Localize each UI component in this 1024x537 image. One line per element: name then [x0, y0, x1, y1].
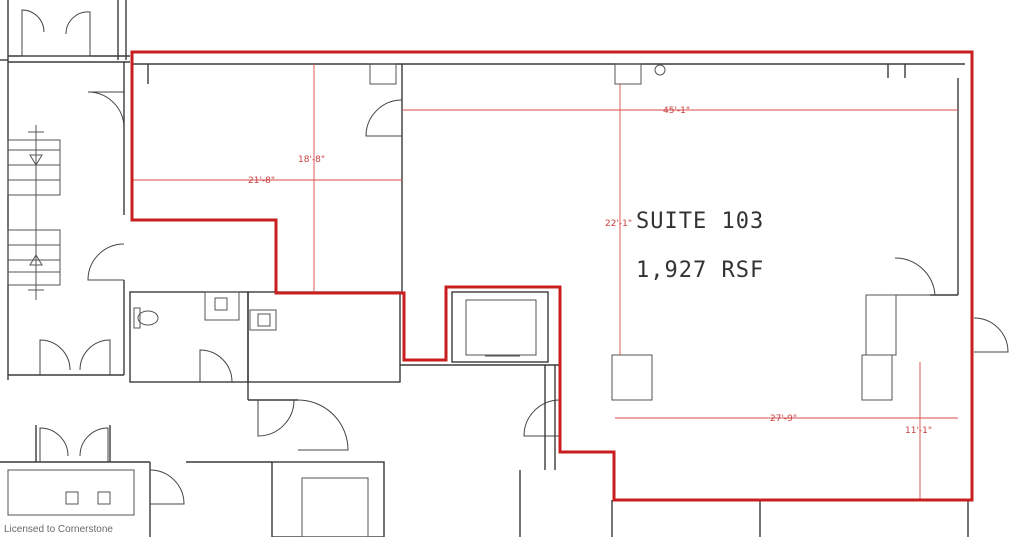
restroom: [129, 291, 249, 383]
dim-45-1: 45'-1": [663, 106, 690, 116]
watermark: Licensed to Cornerstone: [4, 524, 113, 535]
dimension-lines: [132, 64, 958, 500]
dim-22-1: 22'-1": [605, 219, 632, 229]
dim-18-8: 18'-8": [298, 155, 325, 165]
stair-icon: [7, 125, 61, 300]
suite-area: 1,927 RSF: [636, 258, 765, 283]
suite-walls: [132, 63, 1009, 401]
middle-rooms: [247, 291, 561, 470]
left-corridor: [0, 0, 130, 380]
bottom-rooms: [0, 425, 969, 537]
suite-boundary: [130, 50, 974, 502]
dim-27-9: 27'-9": [770, 414, 797, 424]
suite-name: SUITE 103: [636, 209, 765, 234]
dim-21-8: 21'-8": [248, 176, 275, 186]
dimension-labels: 45'-1" 18'-8" 21'-8" 22'-1" 27'-9" 11'-1…: [248, 106, 932, 436]
dim-11-1: 11'-1": [905, 426, 932, 436]
